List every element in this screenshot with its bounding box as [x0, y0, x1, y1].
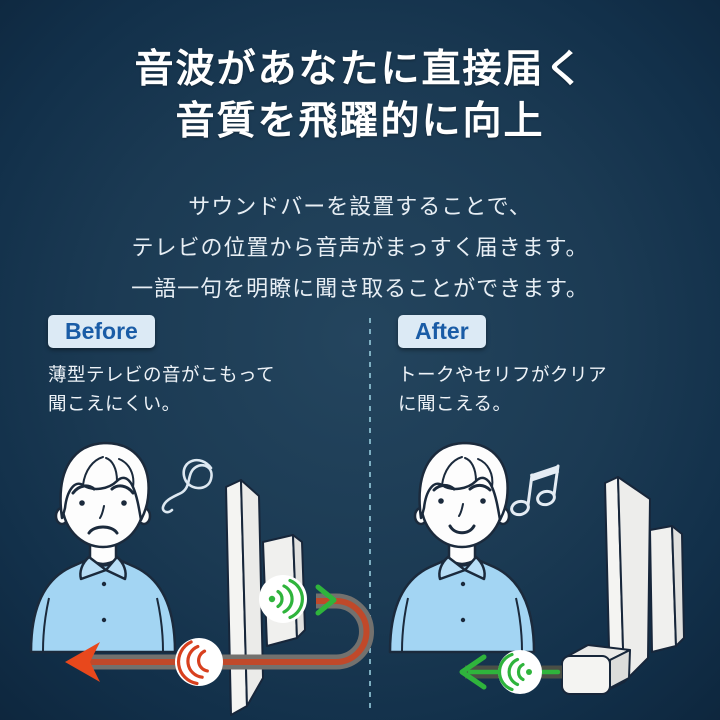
after-description: トークやセリフがクリア に聞こえる。 [398, 360, 708, 418]
music-note-icon [510, 464, 560, 517]
after-description-line-1: トークやセリフがクリア [398, 364, 608, 385]
after-badge: After [398, 315, 486, 348]
subtitle-line-2: テレビの位置から音声がまっすく届きます。 [131, 235, 589, 260]
muffled-sound-red-icon [175, 638, 223, 686]
subtitle-line-1: サウンドバーを設置することで、 [188, 194, 532, 219]
confusion-scribble-icon [161, 458, 213, 514]
happy-person-illustration [388, 441, 536, 654]
uturn-sound-path [89, 593, 374, 670]
before-badge: Before [48, 315, 155, 348]
subtitle: サウンドバーを設置することで、 テレビの位置から音声がまっすく届きます。 一語一… [0, 186, 720, 309]
tv-side-view-icon [604, 476, 685, 690]
green-chevron-icon [315, 584, 337, 616]
sad-person-illustration [29, 441, 177, 654]
after-description-line-2: に聞こえる。 [398, 393, 512, 414]
page-title: 音波があなたに直接届く 音質を飛躍的に向上 [0, 44, 720, 148]
clear-sound-green-icon [497, 650, 542, 694]
before-description: 薄型テレビの音がこもって 聞こえにくい。 [48, 360, 358, 418]
before-description-line-2: 聞こえにくい。 [48, 393, 181, 414]
before-illustration [15, 430, 374, 720]
subtitle-line-3: 一語一句を明瞭に聞き取ることができます。 [131, 276, 589, 301]
sound-source-green-icon [259, 575, 307, 623]
title-line-1: 音波があなたに直接届く [134, 48, 586, 91]
title-line-2: 音質を飛躍的に向上 [175, 100, 545, 143]
red-left-arrow-icon [65, 642, 100, 682]
after-illustration [372, 430, 720, 720]
dashed-divider [369, 318, 371, 710]
soundbar-icon [561, 644, 631, 695]
before-description-line-1: 薄型テレビの音がこもって [48, 364, 276, 385]
